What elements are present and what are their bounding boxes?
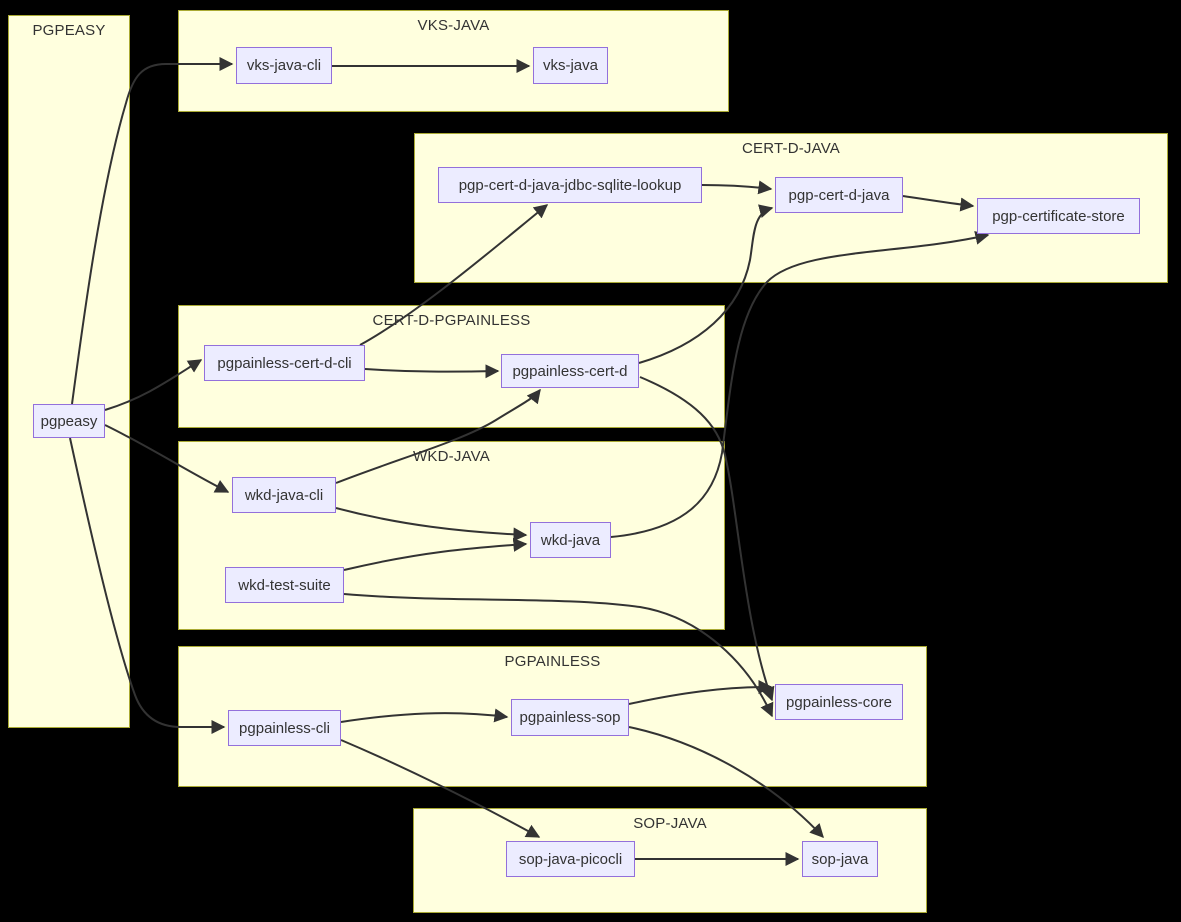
cluster-sop-java-group-title: SOP-JAVA <box>633 815 707 832</box>
node-pgpeasy: pgpeasy <box>33 404 105 438</box>
edge-group <box>69 57 990 866</box>
edge-pgpainless-sop-to-pgpainless-core <box>628 680 773 705</box>
node-vks-java: vks-java <box>533 47 608 84</box>
node-wkd-java: wkd-java <box>530 522 611 558</box>
edge-pgp-cert-d-java-to-pgp-certificate-store <box>902 195 975 212</box>
edge-pgpainless-cert-d-to-pgpainless-core <box>639 376 775 702</box>
edge-pgpainless-sop-to-sop-java <box>628 726 824 839</box>
node-sop-java: sop-java <box>802 841 878 877</box>
cluster-vks-java-title: VKS-JAVA <box>417 17 490 34</box>
cluster-pgpainless-group-title: PGPAINLESS <box>504 653 601 670</box>
edge-pgp-cert-d-java-jdbc-sqlite-lookup-to-pgp-cert-d-java <box>701 180 773 195</box>
edge-pgpeasy-to-pgpainless-cert-d-cli <box>104 359 203 411</box>
cluster-pgpeasy-group: PGPEASY <box>8 15 130 728</box>
cluster-cert-d-java-title: CERT-D-JAVA <box>741 140 841 157</box>
edge-pgpainless-cert-d-to-pgp-cert-d-java <box>638 204 774 364</box>
node-sop-java-picocli: sop-java-picocli <box>506 841 635 877</box>
edge-wkd-java-cli-to-pgpainless-cert-d <box>335 388 541 484</box>
node-pgpainless-cert-d: pgpainless-cert-d <box>501 354 639 388</box>
edge-pgpeasy-to-wkd-java-cli <box>104 424 230 493</box>
cluster-wkd-java-group-title: WKD-JAVA <box>413 448 490 465</box>
edge-wkd-test-suite-to-pgpainless-core <box>343 593 774 718</box>
node-pgp-cert-d-java: pgp-cert-d-java <box>775 177 903 213</box>
node-pgp-certificate-store: pgp-certificate-store <box>977 198 1140 234</box>
edge-pgpeasy-to-pgpainless-cli <box>69 437 226 734</box>
edge-pgpainless-cert-d-cli-to-pgpainless-cert-d <box>364 364 500 379</box>
cluster-pgpeasy-group-title: PGPEASY <box>32 22 106 39</box>
node-wkd-test-suite: wkd-test-suite <box>225 567 344 603</box>
node-vks-java-cli: vks-java-cli <box>236 47 332 84</box>
node-pgpainless-core: pgpainless-core <box>775 684 903 720</box>
edge-wkd-java-cli-to-wkd-java <box>335 507 528 542</box>
node-pgp-cert-d-java-jdbc-sqlite-lookup: pgp-cert-d-java-jdbc-sqlite-lookup <box>438 167 702 203</box>
edge-pgpainless-cert-d-cli-to-pgp-cert-d-java-jdbc-sqlite-lookup <box>359 204 549 346</box>
edge-pgpainless-cli-to-sop-java-picocli <box>340 739 541 838</box>
node-pgpainless-sop: pgpainless-sop <box>511 699 629 736</box>
node-wkd-java-cli: wkd-java-cli <box>232 477 336 513</box>
edge-pgpainless-cli-to-pgpainless-sop <box>340 708 509 723</box>
edge-wkd-java-to-pgp-certificate-store <box>610 230 990 538</box>
node-pgpainless-cli: pgpainless-cli <box>228 710 341 746</box>
edge-wkd-test-suite-to-wkd-java <box>343 537 528 571</box>
node-pgpainless-cert-d-cli: pgpainless-cert-d-cli <box>204 345 365 381</box>
edge-pgpeasy-to-vks-java-cli <box>71 57 234 405</box>
cluster-cert-d-pgpainless-title: CERT-D-PGPAINLESS <box>372 312 531 329</box>
